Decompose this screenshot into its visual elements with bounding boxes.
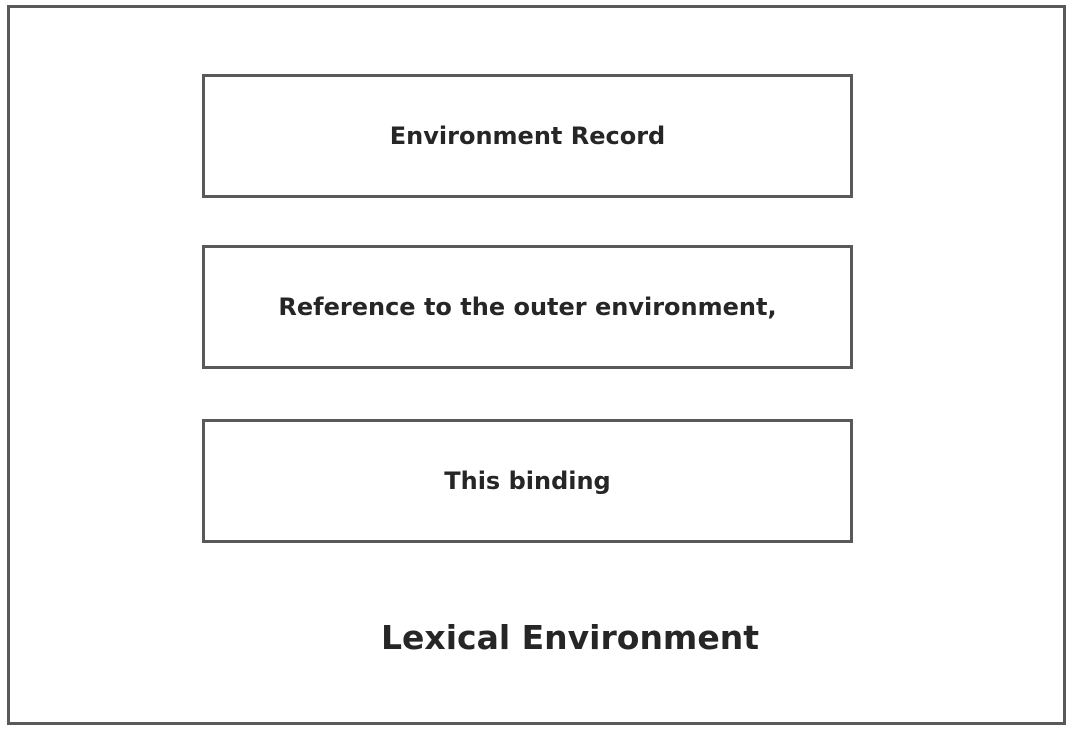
this-binding-box: This binding [202,419,853,543]
environment-record-box: Environment Record [202,74,853,198]
outer-environment-reference-label: Reference to the outer environment, [278,293,777,321]
environment-record-label: Environment Record [389,122,666,150]
lexical-environment-caption: Lexical Environment [381,618,759,657]
this-binding-label: This binding [444,467,611,495]
outer-environment-reference-box: Reference to the outer environment, [202,245,853,369]
